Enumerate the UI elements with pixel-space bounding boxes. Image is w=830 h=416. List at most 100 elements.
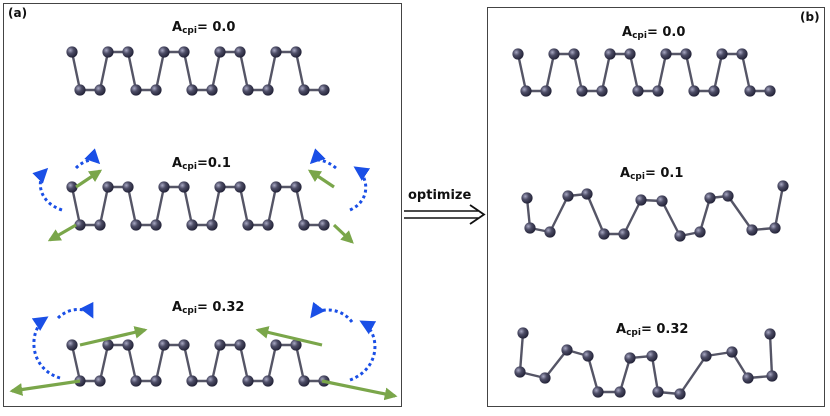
atom <box>736 48 748 60</box>
atom <box>298 219 310 231</box>
chain-b-row1 <box>512 48 776 97</box>
atom <box>744 85 756 97</box>
atom <box>512 48 524 60</box>
bond <box>210 344 222 382</box>
atom <box>214 181 226 193</box>
atom <box>777 180 789 192</box>
atom <box>122 339 134 351</box>
label-b-row2: Acpi= 0.1 <box>620 166 684 182</box>
bond <box>544 53 556 92</box>
atom <box>652 386 664 398</box>
bond <box>622 199 643 235</box>
atom <box>270 181 282 193</box>
label-b-row3: Acpi= 0.32 <box>616 322 689 338</box>
label-b-row1: Acpi= 0.0 <box>622 25 686 41</box>
bond <box>773 185 785 229</box>
atom <box>214 339 226 351</box>
rotation-arrow <box>309 148 337 170</box>
atom <box>769 222 781 234</box>
atom <box>764 85 776 97</box>
bond <box>182 186 194 226</box>
bond <box>238 51 250 91</box>
atom <box>270 339 282 351</box>
atom <box>158 46 170 58</box>
bond <box>182 51 194 91</box>
bond <box>740 53 752 92</box>
bond <box>98 51 110 91</box>
atom <box>298 84 310 96</box>
rotation-arrow <box>74 148 101 170</box>
bond <box>660 200 682 237</box>
bond <box>210 51 222 91</box>
bond <box>182 344 194 382</box>
atom <box>94 375 106 387</box>
rotation-arrow <box>349 320 377 382</box>
bond <box>70 344 82 382</box>
chain-b-row2 <box>521 180 789 242</box>
atom <box>656 195 668 207</box>
atom <box>290 46 302 58</box>
force-arrow <box>75 169 103 189</box>
bond <box>238 186 250 226</box>
bond <box>572 53 584 92</box>
optimize-label: optimize <box>408 188 472 203</box>
atom <box>74 219 86 231</box>
bond <box>518 332 525 373</box>
atom <box>614 386 626 398</box>
atom <box>290 339 302 351</box>
label-a-row1: Acpi= 0.0 <box>172 20 236 36</box>
bond <box>294 186 306 226</box>
force-arrow <box>332 223 354 244</box>
atom <box>520 85 532 97</box>
bond <box>154 51 166 91</box>
rotation-arrow <box>349 166 371 212</box>
atom <box>674 388 686 400</box>
atom <box>624 48 636 60</box>
atom <box>122 46 134 58</box>
atom <box>746 224 758 236</box>
atom <box>158 339 170 351</box>
atom <box>102 46 114 58</box>
atom <box>652 85 664 97</box>
atom <box>150 84 162 96</box>
atom <box>544 226 556 238</box>
atom <box>206 375 218 387</box>
atom <box>178 46 190 58</box>
bond <box>294 344 306 382</box>
atom <box>539 372 551 384</box>
bond <box>98 344 110 382</box>
label-a-row2: Acpi=0.1 <box>172 156 231 172</box>
atom <box>646 350 658 362</box>
bond <box>126 344 138 382</box>
atom <box>604 48 616 60</box>
atom <box>130 219 142 231</box>
atom <box>158 181 170 193</box>
panel-b-tag: (b) <box>800 10 820 24</box>
atom <box>66 339 78 351</box>
atom <box>242 375 254 387</box>
atom <box>234 339 246 351</box>
chain-a-row2 <box>66 181 330 231</box>
atom <box>632 85 644 97</box>
bond <box>650 355 660 393</box>
bond <box>126 51 138 91</box>
bond <box>600 53 612 92</box>
force-arrow <box>307 169 335 189</box>
atom <box>214 46 226 58</box>
atom <box>704 192 716 204</box>
atom <box>581 188 593 200</box>
chain-b-row3 <box>514 327 778 400</box>
bond <box>698 197 712 233</box>
atom <box>596 85 608 97</box>
atom <box>130 84 142 96</box>
atom <box>635 194 647 206</box>
atom <box>318 84 330 96</box>
bond <box>210 186 222 226</box>
bond <box>266 186 278 226</box>
bond <box>628 53 640 92</box>
atom <box>102 181 114 193</box>
bond <box>618 357 632 393</box>
bond <box>70 186 82 226</box>
bond <box>768 333 774 377</box>
